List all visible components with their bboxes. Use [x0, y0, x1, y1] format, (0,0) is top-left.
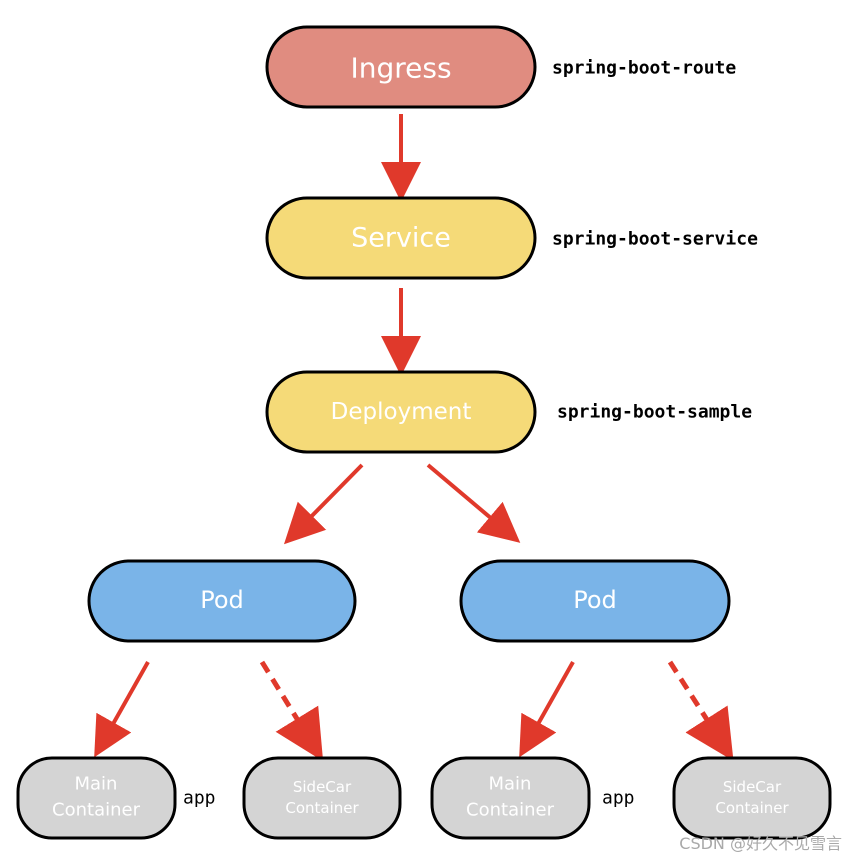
main-container-right-label-line1: Main	[489, 774, 532, 795]
service-box	[265, 196, 537, 280]
main-container-right-box	[430, 756, 591, 840]
pod-right-node: Pod	[459, 559, 731, 643]
ingress-label: Ingress	[350, 52, 451, 85]
edges	[94, 114, 734, 762]
deployment-label: Deployment	[331, 399, 472, 425]
edge-deployment-pod-right	[426, 463, 521, 543]
service-node: Service	[265, 196, 537, 280]
sidecar-container-right-box	[672, 756, 832, 840]
pod-left-label: Pod	[200, 586, 244, 614]
main-container-left-label-line1: Main	[75, 774, 118, 795]
service-resource-name: spring-boot-service	[552, 229, 758, 250]
service-label: Service	[351, 223, 451, 254]
sidecar-container-left-node: SideCar Container	[242, 756, 402, 840]
edge-pod-right-sidecar	[667, 660, 734, 762]
sidecar-container-right-label-line1: SideCar	[723, 778, 782, 796]
pod-right-box	[459, 559, 731, 643]
sidecar-container-right-node: SideCar Container	[672, 756, 832, 840]
main-container-right-label-line2: Container	[466, 800, 555, 821]
sidecar-container-right-label-line2: Container	[715, 799, 789, 817]
edge-pod-right-main	[519, 661, 575, 758]
ingress-resource-name: spring-boot-route	[552, 58, 736, 79]
main-container-left-box	[16, 756, 177, 840]
edge-deployment-pod-left	[283, 463, 364, 545]
main-container-right-node: Main Container	[430, 756, 591, 840]
pod-right-label: Pod	[573, 586, 617, 614]
main-container-left-label-line2: Container	[52, 800, 141, 821]
main-container-right-resource-name: app	[602, 788, 635, 809]
pod-left-box	[87, 559, 357, 643]
edge-pod-left-main	[94, 661, 150, 758]
ingress-node: Ingress	[265, 25, 537, 109]
pod-left-node: Pod	[87, 559, 357, 643]
sidecar-container-left-box	[242, 756, 402, 840]
edge-pod-left-sidecar	[259, 660, 324, 762]
watermark: CSDN @好久不见雪言	[679, 834, 842, 853]
sidecar-container-left-label-line2: Container	[285, 799, 359, 817]
deployment-resource-name: spring-boot-sample	[557, 402, 752, 423]
main-container-left-node: Main Container	[16, 756, 177, 840]
ingress-box	[265, 25, 537, 109]
sidecar-container-left-label-line1: SideCar	[293, 778, 352, 796]
main-container-left-resource-name: app	[183, 788, 216, 809]
deployment-box	[265, 370, 537, 454]
deployment-node: Deployment	[265, 370, 537, 454]
